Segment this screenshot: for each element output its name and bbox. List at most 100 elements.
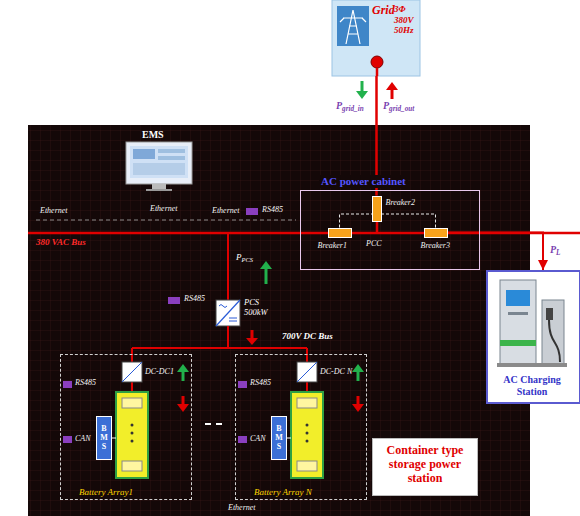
- node-label: 3Φ 380V 50Hz: [394, 4, 418, 36]
- dcdc-symbol: [122, 362, 142, 382]
- dc-bus-wires: [227, 326, 229, 348]
- battery-stack: [131, 432, 134, 435]
- port-label: CAN: [250, 434, 266, 444]
- station-title-box: Container type storage power station: [372, 438, 478, 496]
- dc-bus-wires: [131, 382, 133, 392]
- ems-computer: [133, 149, 155, 159]
- bms-box: BMS: [271, 416, 287, 460]
- node-label: DC-DC1: [145, 367, 174, 377]
- battery-stack: [112, 438, 116, 439]
- node-label: BMS: [100, 425, 108, 451]
- battery-stack: [297, 398, 317, 408]
- power-symbol: Pgrid_in: [336, 100, 364, 115]
- dcdc-symbol: [122, 362, 142, 382]
- comm-port-symbol: [168, 297, 180, 304]
- node-label: Battery Array N: [254, 487, 312, 498]
- ems-computer: [158, 156, 185, 160]
- power-flow-arrows: [357, 371, 360, 381]
- ems-computer: [152, 184, 166, 189]
- link-label: Ethernet: [150, 204, 178, 214]
- comm-port-symbol: [238, 381, 247, 388]
- grid-source-panel: [337, 6, 369, 46]
- node-label: AC power cabinet: [319, 175, 408, 188]
- battery-stack: [116, 392, 148, 478]
- comm-port-symbol: [246, 208, 258, 215]
- battery-stack: [122, 461, 142, 471]
- power-symbol: PPCS: [236, 252, 253, 265]
- point-label: PCC: [366, 239, 382, 249]
- dcdc-converter: DC-DC1: [122, 362, 142, 382]
- charging-station-picture: [549, 320, 560, 362]
- node-label: DC-DC N: [320, 367, 352, 377]
- power-flow-arrows: [177, 81, 398, 412]
- grid-source-panel: [371, 56, 383, 68]
- grid-source-panel: [332, 0, 420, 76]
- charging-station-picture: [500, 340, 536, 346]
- power-flow-arrows: [182, 371, 185, 381]
- node-label: Container type storage power station: [376, 443, 474, 485]
- subscript: grid_out: [389, 105, 414, 113]
- power-flow-arrows: [246, 338, 258, 345]
- node-label: Breaker1: [318, 241, 347, 251]
- subscript: L: [556, 249, 560, 257]
- ethernet-link: [36, 220, 296, 221]
- power-flow-arrows: [356, 91, 368, 99]
- battery-stack: [306, 424, 309, 427]
- node-label: EMS: [142, 129, 164, 141]
- station-ground: [28, 125, 530, 516]
- power-flow-arrows: [357, 396, 360, 405]
- battery-stack: [291, 392, 323, 478]
- link-label: Ethernet: [212, 206, 240, 216]
- link-label: Ethernet: [228, 503, 256, 513]
- port-label: RS485: [184, 294, 205, 304]
- power-flow-arrows: [265, 268, 268, 284]
- comm-port-symbol: [63, 208, 258, 443]
- port-label: RS485: [75, 378, 96, 388]
- port-label: CAN: [75, 434, 91, 444]
- ellipsis-dashes: [205, 423, 222, 425]
- dcdc-converter: DC-DC N: [297, 362, 317, 382]
- power-flow-arrows: [361, 81, 364, 92]
- ems-computer: [146, 189, 172, 191]
- power-flow-arrows: [391, 89, 394, 99]
- breaker-symbol: Breaker1: [328, 228, 352, 238]
- pcs-symbol: [216, 300, 240, 326]
- node-label: Grid: [372, 3, 395, 17]
- charging-station-picture: [506, 290, 530, 306]
- subscript: PCS: [242, 256, 254, 263]
- ems-computer: [130, 146, 188, 178]
- dc-bus-wires: [131, 348, 133, 362]
- bus-label: 700V DC Bus: [282, 331, 333, 342]
- dc-bus-wires: [306, 348, 308, 362]
- power-flow-arrows: [352, 364, 364, 372]
- power-flow-arrows: [182, 396, 185, 405]
- port-label: RS485: [262, 205, 283, 215]
- power-symbol: Pgrid_out: [383, 100, 414, 115]
- comm-port-symbol: [63, 436, 72, 443]
- power-flow-arrows: [177, 364, 189, 372]
- charging-station-picture: [497, 363, 567, 367]
- node-label: AC Charging Station: [488, 374, 576, 398]
- dc-bus-wires: [306, 382, 308, 392]
- battery-stack: [306, 432, 309, 435]
- power-flow-arrows: [177, 404, 189, 412]
- breaker-symbol: Breaker3: [424, 228, 448, 238]
- ac-bus-wires: [376, 222, 379, 233]
- node-label: PCS 500kW: [244, 297, 278, 317]
- battery-stack: [306, 440, 309, 443]
- battery-array: Battery Array1DC-DC1BMS: [60, 354, 192, 500]
- pcs-symbol: [216, 300, 240, 326]
- station-ground: [28, 125, 530, 516]
- ems-computer: [158, 149, 185, 153]
- ems-computer: [126, 142, 192, 184]
- station-ground: [28, 125, 530, 516]
- node-label: BMS: [275, 425, 283, 451]
- grid-source-panel: [340, 10, 366, 44]
- power-flow-arrows: [386, 82, 398, 90]
- power-flow-arrows: [251, 330, 254, 339]
- dc-bus-wires: [132, 347, 307, 349]
- pcs-converter: PCS 500kW: [216, 300, 240, 326]
- battery-stack: [131, 440, 134, 443]
- node-label: Breaker2: [386, 198, 415, 208]
